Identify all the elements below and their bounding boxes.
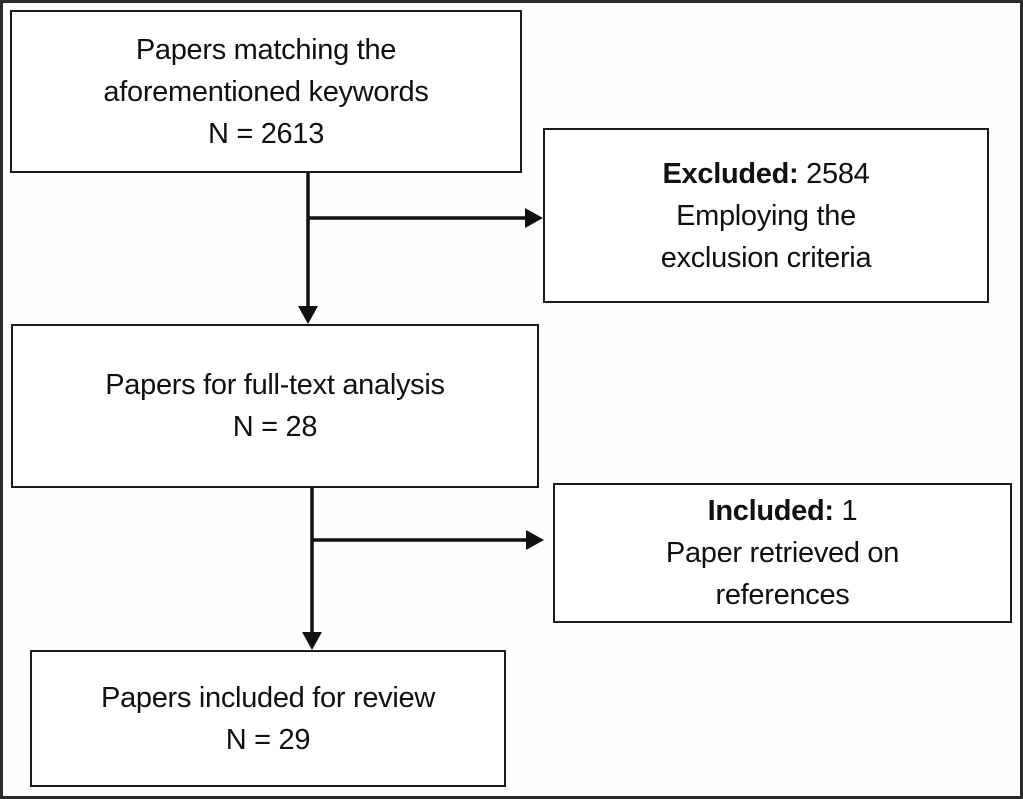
box-text-line: aforementioned keywords xyxy=(103,75,429,108)
box-text-line: Paper retrieved on xyxy=(665,537,900,569)
box-heading-line: Included: 1 xyxy=(708,490,858,532)
box-included: Included: 1 Paper retrieved on reference… xyxy=(553,483,1012,623)
box-count-line: N = 2613 xyxy=(207,117,325,150)
arrow-down-head xyxy=(298,306,318,324)
box-heading-line: Excluded: 2584 xyxy=(663,153,870,195)
excluded-count: 2584 xyxy=(806,157,870,190)
box-text-line: Papers included for review xyxy=(101,681,435,714)
box-text-line: exclusion criteria xyxy=(660,241,872,274)
included-label: Included: xyxy=(707,495,834,527)
box-text-line: Papers for full-text analysis xyxy=(105,369,445,401)
box-text-line: Employing the xyxy=(676,199,856,232)
box-papers-fulltext-analysis: Papers for full-text analysis N = 28 xyxy=(11,324,539,488)
arrow-right-head xyxy=(525,208,543,228)
arrow-right-head xyxy=(526,530,544,550)
included-count: 1 xyxy=(841,495,858,527)
box-papers-matching-keywords: Papers matching the aforementioned keywo… xyxy=(10,10,522,173)
box-text-line: references xyxy=(715,579,850,611)
arrow-down-head xyxy=(302,632,322,650)
box-papers-included-review: Papers included for review N = 29 xyxy=(30,650,506,787)
excluded-label: Excluded: xyxy=(662,157,799,190)
box-excluded: Excluded: 2584 Employing the exclusion c… xyxy=(543,128,989,303)
box-text-line: Papers matching the xyxy=(135,33,397,66)
box-count-line: N = 28 xyxy=(232,411,318,443)
box-count-line: N = 29 xyxy=(225,723,311,756)
